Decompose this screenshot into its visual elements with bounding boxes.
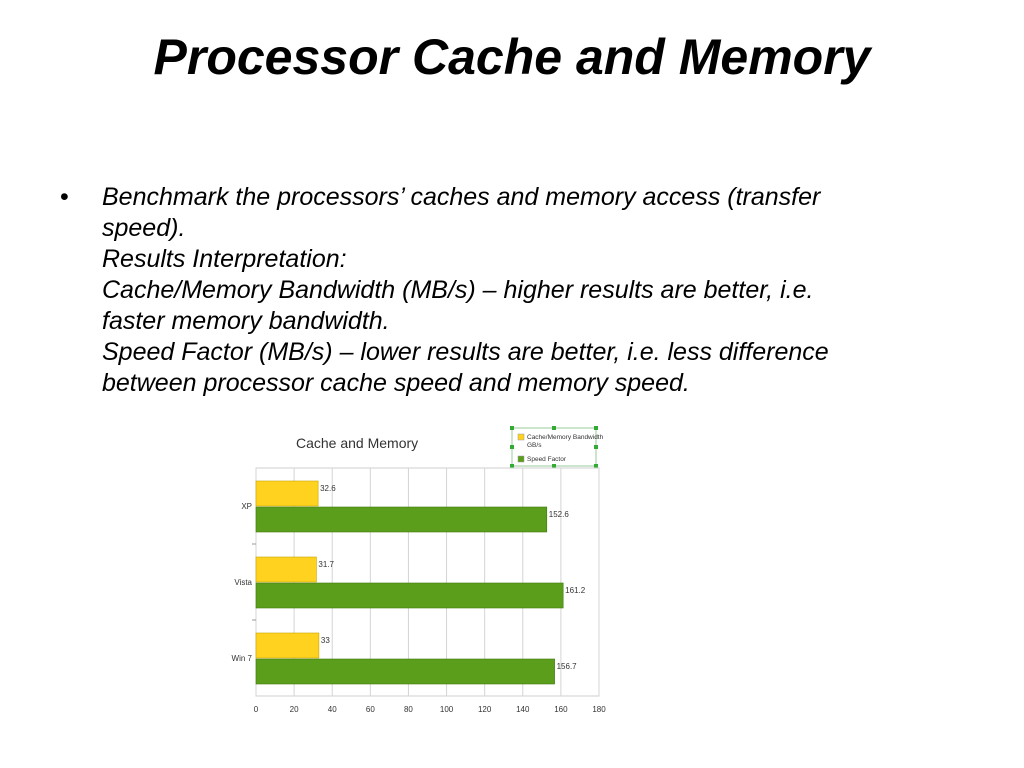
bullet-text: Benchmark the processors’ caches and mem… (102, 182, 962, 399)
data-label: 31.7 (318, 560, 334, 569)
x-tick-label: 160 (554, 705, 568, 714)
bullet-line: Results Interpretation: (102, 245, 347, 273)
y-category-label: Vista (234, 578, 252, 587)
bullet-line: Speed Factor (MB/s) – lower results are … (102, 338, 829, 366)
data-label: 152.6 (549, 510, 570, 519)
legend-handle (510, 426, 514, 430)
x-tick-label: 20 (290, 705, 299, 714)
bullet-line: speed). (102, 214, 186, 242)
data-label: 161.2 (565, 586, 586, 595)
bar-speed-factor (255, 582, 564, 609)
legend-handle (594, 426, 598, 430)
bullet-line: Cache/Memory Bandwidth (MB/s) – higher r… (102, 276, 814, 304)
bar-speed-factor (255, 658, 555, 685)
x-tick-label: 0 (254, 705, 259, 714)
y-category-label: Win 7 (232, 654, 253, 663)
data-label: 156.7 (557, 662, 578, 671)
legend-handle (552, 464, 556, 468)
x-tick-label: 180 (592, 705, 606, 714)
legend-handle (552, 426, 556, 430)
data-label: 32.6 (320, 484, 336, 493)
data-label: 33 (321, 636, 330, 645)
x-tick-label: 100 (440, 705, 454, 714)
bullet-line: faster memory bandwidth. (102, 307, 390, 335)
slide-title: Processor Cache and Memory (153, 29, 871, 85)
legend-handle (594, 464, 598, 468)
legend-swatch-bandwidth (517, 433, 525, 441)
legend-label-speed-factor: Speed Factor (527, 456, 567, 463)
y-category-label: XP (241, 502, 252, 511)
x-tick-label: 120 (478, 705, 492, 714)
bar-bandwidth (255, 632, 320, 659)
x-tick-label: 40 (328, 705, 337, 714)
bullet-line: Benchmark the processors’ caches and mem… (102, 183, 821, 211)
x-tick-label: 80 (404, 705, 413, 714)
legend-swatch-speed-factor (517, 455, 525, 463)
bullet-marker: • (60, 183, 69, 211)
legend-handle (510, 445, 514, 449)
bullet-line: between processor cache speed and memory… (102, 369, 690, 397)
x-tick-label: 140 (516, 705, 530, 714)
chart-title: Cache and Memory (296, 435, 418, 451)
bar-speed-factor (255, 506, 548, 533)
bar-bandwidth (255, 480, 319, 507)
bar-bandwidth (255, 556, 317, 583)
x-tick-label: 60 (366, 705, 375, 714)
legend-handle (510, 464, 514, 468)
legend-handle (594, 445, 598, 449)
